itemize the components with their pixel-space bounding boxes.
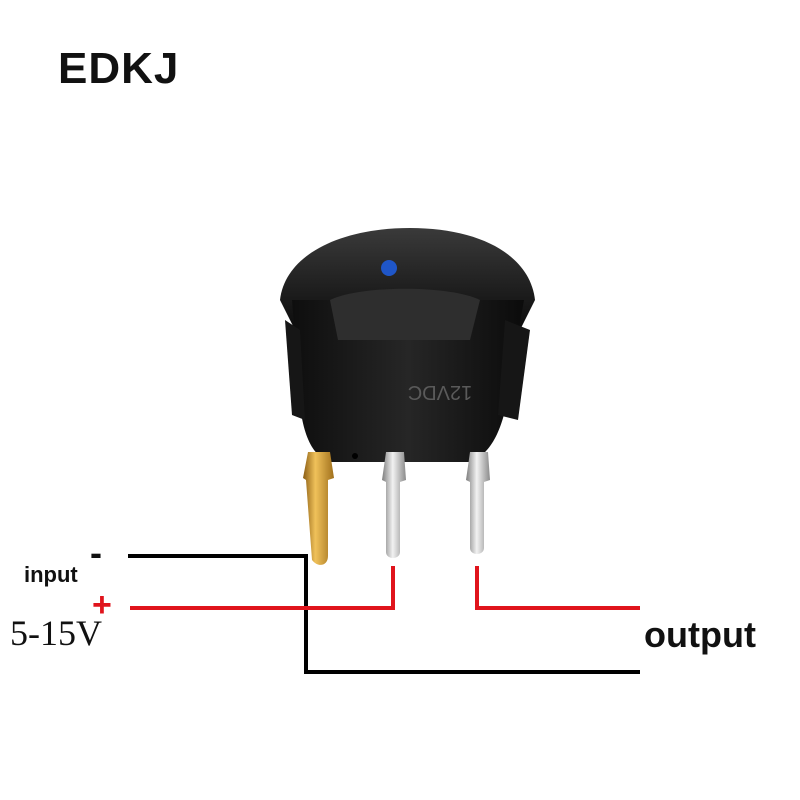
switch-housing xyxy=(292,300,524,462)
silver-terminal-middle xyxy=(382,452,406,558)
brand-logo-text: EDKJ xyxy=(58,44,180,93)
positive-input-wire xyxy=(130,566,395,610)
positive-output-wire xyxy=(475,566,640,610)
negative-sign: - xyxy=(90,532,102,573)
housing-hole xyxy=(352,453,358,459)
rocker-face xyxy=(330,288,480,340)
output-label: output xyxy=(644,614,756,655)
side-clip xyxy=(285,320,305,420)
silver-terminal-right xyxy=(466,452,490,554)
voltage-range-label: 5-15V xyxy=(10,613,102,653)
input-label: input xyxy=(24,562,78,587)
switch-marking-text: 12VDC xyxy=(408,381,472,403)
gold-terminal xyxy=(303,452,334,565)
side-clip xyxy=(498,320,530,420)
positive-sign: + xyxy=(92,586,112,624)
negative-wire xyxy=(128,554,640,674)
indicator-led xyxy=(381,260,397,276)
